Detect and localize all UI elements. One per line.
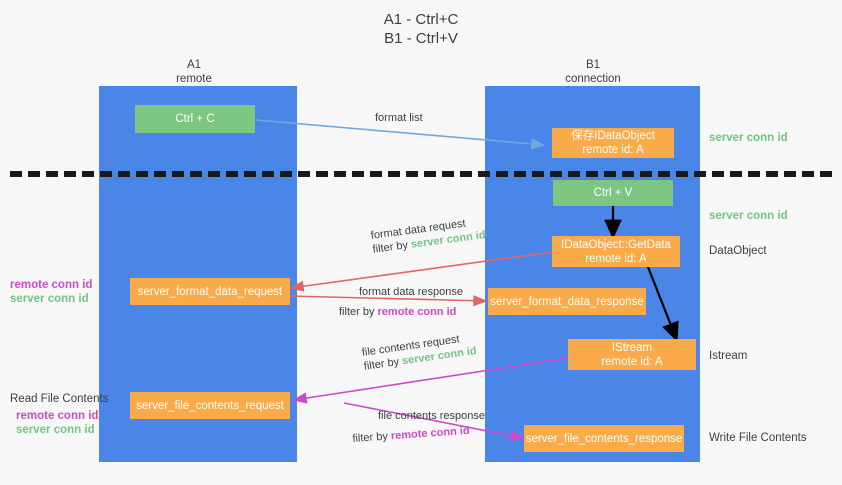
- edge-label-file-contents-response-line1: file contents response: [378, 410, 486, 422]
- box-idataobject-getdata[interactable]: IDataObject::GetData remote id: A: [552, 236, 680, 267]
- label-remote-conn-id-mid: remote conn id: [10, 279, 93, 291]
- label-istream: Istream: [709, 350, 748, 362]
- box-istream-line1: IStream: [611, 341, 653, 354]
- title-line-1: A1 - Ctrl+C: [383, 11, 459, 28]
- column-a1-subtitle: remote: [176, 73, 212, 85]
- diagram-title: A1 - Ctrl+C B1 - Ctrl+V: [0, 10, 842, 48]
- edge-label-format-data-response-filter: filter by remote conn id: [339, 306, 457, 318]
- label-server-conn-id-mid: server conn id: [10, 293, 89, 305]
- box-server-format-data-request[interactable]: server_format_data_request: [130, 278, 290, 305]
- label-server-conn-id-second: server conn id: [709, 210, 788, 222]
- edge-label-file-contents-request: file contents request filter by server c…: [361, 330, 478, 374]
- box-save-idataobject-line2: remote id: A: [582, 144, 644, 156]
- edge-label-file-contents-response-filter: filter by remote conn id: [352, 424, 470, 445]
- box-ctrl-v-label: Ctrl + V: [593, 187, 633, 199]
- label-server-conn-id-top: server conn id: [709, 132, 788, 144]
- box-server-format-data-request-label: server_format_data_request: [137, 285, 283, 298]
- column-header-a1: A1 remote: [94, 58, 294, 86]
- label-read-file-contents: Read File Contents: [10, 393, 109, 405]
- box-server-file-contents-response[interactable]: server_file_contents_response: [524, 425, 684, 452]
- column-a1-name: A1: [186, 59, 202, 71]
- box-save-idataobject[interactable]: 保存IDataObject remote id: A: [552, 128, 674, 158]
- box-server-file-contents-request-label: server_file_contents_request: [136, 399, 284, 412]
- label-remote-conn-id-bottom: remote conn id: [16, 410, 99, 422]
- dashed-separator: [10, 171, 832, 177]
- box-server-format-data-response-label: server_format_data_response: [490, 295, 644, 308]
- edge-label-format-data-response-line1: format data response: [359, 286, 463, 298]
- box-server-format-data-response[interactable]: server_format_data_response: [488, 288, 646, 315]
- title-line-2: B1 - Ctrl+V: [384, 30, 458, 47]
- label-server-conn-id-bottom: server conn id: [16, 424, 95, 436]
- label-write-file-contents: Write File Contents: [709, 432, 807, 444]
- edge-label-format-list: format list: [375, 112, 423, 124]
- column-b1-name: B1: [585, 59, 601, 71]
- box-server-file-contents-request[interactable]: server_file_contents_request: [130, 392, 290, 419]
- edge-label-file-contents-response: file contents response: [378, 409, 485, 423]
- box-ctrl-v[interactable]: Ctrl + V: [553, 180, 673, 206]
- edge-label-format-data-response: format data response: [359, 285, 463, 299]
- column-header-b1: B1 connection: [493, 58, 693, 86]
- box-ctrl-c[interactable]: Ctrl + C: [135, 105, 255, 133]
- box-ctrl-c-label: Ctrl + C: [175, 113, 215, 125]
- edge-label-format-data-request: format data request filter by server con…: [370, 214, 486, 257]
- box-save-idataobject-line1: 保存IDataObject: [571, 130, 655, 142]
- box-istream-line2: remote id: A: [601, 355, 663, 368]
- box-istream[interactable]: IStream remote id: A: [568, 339, 696, 370]
- box-server-file-contents-response-label: server_file_contents_response: [525, 432, 683, 445]
- column-b1-subtitle: connection: [565, 73, 621, 85]
- box-idataobject-getdata-line1: IDataObject::GetData: [561, 238, 671, 251]
- box-idataobject-getdata-line2: remote id: A: [585, 252, 647, 265]
- label-dataobject: DataObject: [709, 245, 767, 257]
